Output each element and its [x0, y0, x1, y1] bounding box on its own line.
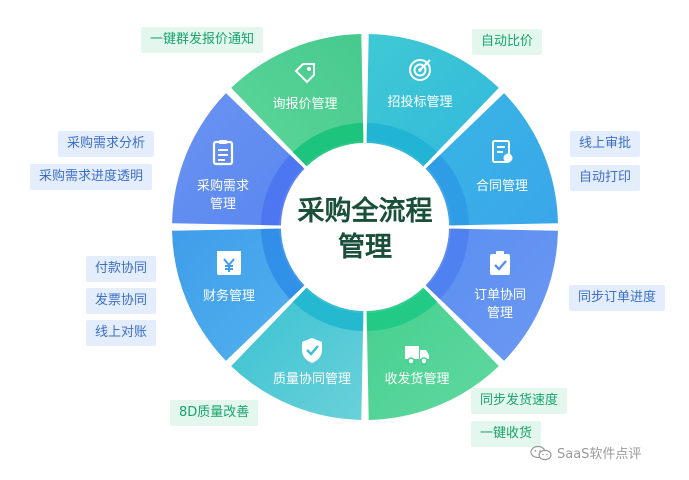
tag-auto-print: 自动打印	[570, 165, 641, 191]
yen-icon	[217, 251, 241, 275]
segment-ring-tender	[366, 123, 438, 167]
segment-ring-quality	[292, 287, 364, 331]
clipboard-check-icon	[490, 251, 510, 275]
segment-ring-order	[425, 228, 469, 300]
segment-label-quality: 质量协同管理	[273, 372, 351, 387]
tag-demand-analysis: 采购需求分析	[58, 131, 155, 157]
wechat-icon	[530, 445, 552, 460]
segment-label-order: 订单协同	[474, 288, 526, 303]
center-disc	[281, 143, 449, 311]
truck-icon	[405, 346, 429, 365]
segment-label-contract: 合同管理	[476, 179, 528, 194]
segment-label-delivery: 收发货管理	[384, 371, 449, 387]
watermark: SaaS软件点评	[530, 443, 641, 462]
shield-check-icon	[302, 338, 322, 363]
center-title-line2: 管理	[338, 232, 392, 263]
segment-ring-contract	[425, 154, 469, 226]
tag-sync-shipping-speed: 同步发货速度	[471, 388, 568, 414]
tag-one-click-receive: 一键收货	[471, 421, 542, 447]
tag-online-reconcile: 线上对账	[86, 320, 157, 346]
checklist-icon	[212, 140, 234, 166]
segment-label-order: 管理	[487, 306, 513, 321]
center-title-line1: 采购全流程	[298, 195, 433, 227]
tag-sync-order-progress: 同步订单进度	[569, 285, 666, 311]
segment-label-demand: 管理	[210, 197, 236, 212]
tag-demand-progress: 采购需求进度透明	[30, 164, 153, 190]
tag-bulk-quote-notice: 一键群发报价通知	[141, 27, 264, 53]
segment-ring-delivery	[366, 287, 438, 331]
tag-8d-quality: 8D质量改善	[170, 400, 259, 426]
segment-ring-quote	[292, 123, 364, 167]
segment-label-finance: 财务管理	[203, 288, 255, 304]
tag-invoice-collab: 发票协同	[86, 288, 157, 314]
segment-label-quote: 询报价管理	[272, 97, 337, 112]
price-tag-icon	[294, 63, 315, 84]
target-icon	[409, 59, 431, 81]
segment-label-demand: 采购需求	[197, 178, 249, 194]
segment-ring-demand	[261, 154, 305, 226]
watermark-text: SaaS软件点评	[557, 447, 642, 462]
tag-payment-collab: 付款协同	[86, 256, 157, 282]
segment-label-tender: 招投标管理	[387, 94, 452, 110]
segment-ring-finance	[261, 228, 305, 300]
tag-online-approval: 线上审批	[570, 131, 641, 157]
contract-icon	[492, 140, 513, 163]
tag-auto-price-compare: 自动比价	[472, 29, 543, 55]
